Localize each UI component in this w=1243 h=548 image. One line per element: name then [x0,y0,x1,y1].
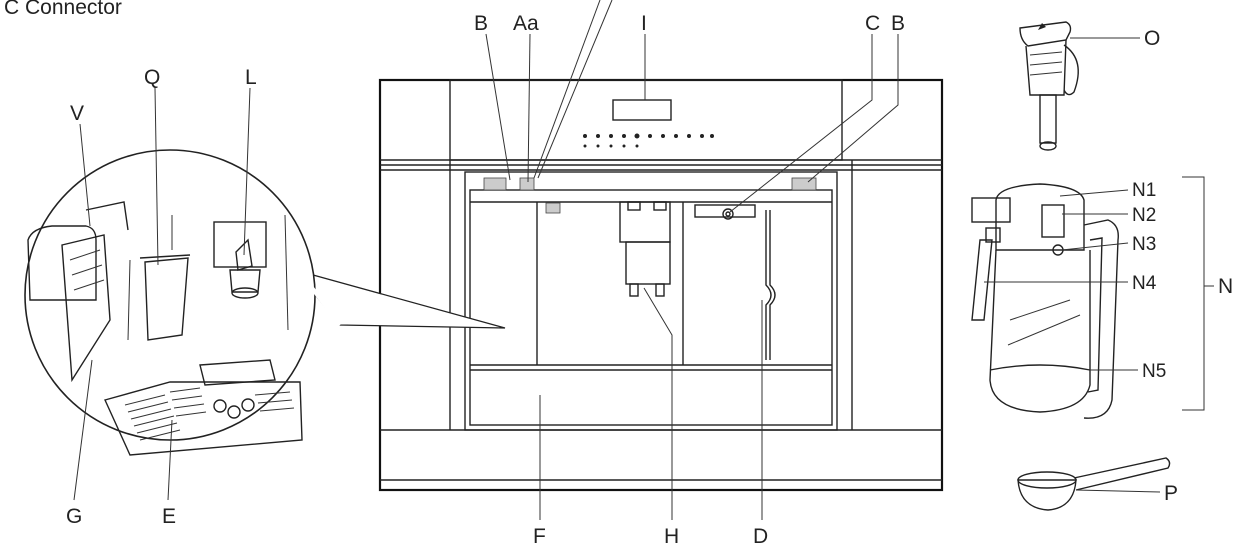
label-O: O [1144,27,1160,50]
label-G: G [66,505,82,528]
part-L-grinder [171,214,289,331]
label-Q: Q [144,66,160,89]
leader-lines [73,0,1214,520]
part-P-scoop [1017,457,1171,511]
part-E-drip-tray [104,359,303,456]
machine-body [378,78,944,492]
zoom-callout [24,149,506,456]
coffee-dispenser [619,201,671,297]
connector-right [791,177,817,191]
display-panel [612,99,672,121]
caption-text: C Connector [4,0,122,19]
label-L: L [245,66,257,89]
label-V: V [70,102,84,125]
part-N-milk-jug [971,183,1119,419]
label-N4: N4 [1132,273,1157,294]
label-F: F [533,525,546,548]
label-D: D [753,525,768,548]
label-N5: N5 [1142,361,1166,382]
label-P: P [1164,482,1178,505]
label-N: N [1218,275,1233,298]
connector-mid [519,177,535,191]
connector-left [483,177,507,191]
label-B-left: B [474,12,488,35]
label-H: H [664,525,679,548]
label-Aa: Aa [513,12,539,35]
label-E: E [162,505,176,528]
label-N2: N2 [1132,205,1156,226]
label-N3: N3 [1132,234,1156,255]
label-I: I [641,12,647,35]
steam-nozzle [694,204,756,220]
part-V-bean-door [27,201,129,383]
label-B-right: B [891,12,905,35]
control-buttons [583,133,714,148]
label-C: C [865,12,880,35]
label-N1: N1 [1132,180,1156,201]
part-Q-container [127,254,191,341]
part-O-spout [1019,21,1079,151]
